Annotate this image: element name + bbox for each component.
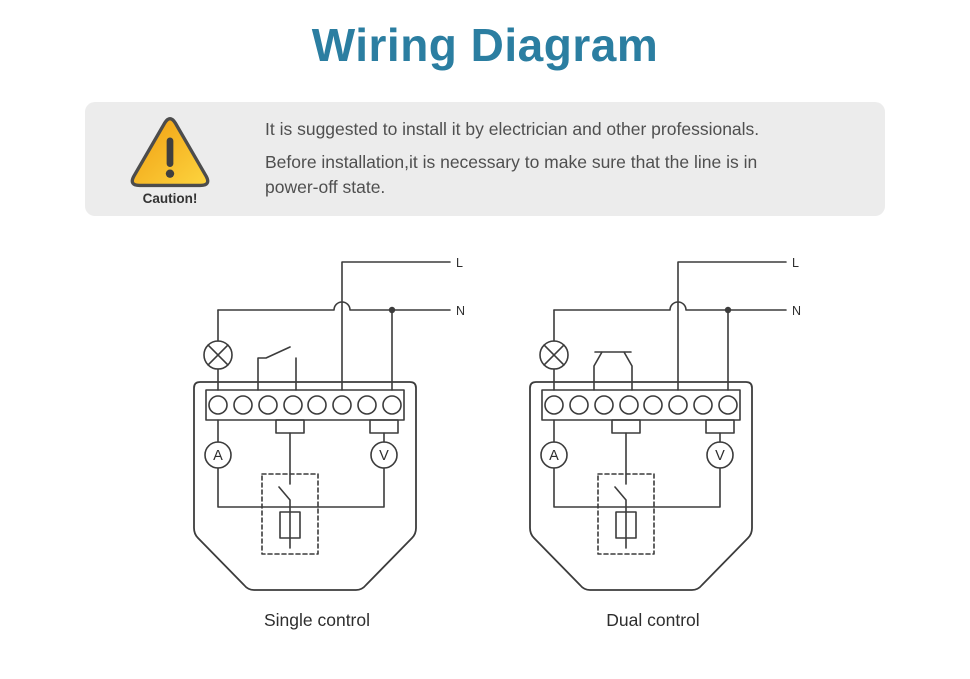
voltmeter-label: V (715, 448, 725, 464)
internal-wires (217, 419, 385, 508)
relay-coil (615, 511, 637, 539)
terminal-strip (541, 389, 741, 421)
page-title: Wiring Diagram (311, 19, 659, 71)
caution-text: It is suggested to install it by electri… (255, 119, 810, 200)
ammeter-label: A (213, 448, 223, 464)
neutral-label: N (792, 304, 801, 318)
ammeter-label: A (549, 448, 559, 464)
voltmeter-symbol: V (370, 441, 398, 469)
ammeter-symbol: A (540, 441, 568, 469)
caution-text-line-1: It is suggested to install it by electri… (265, 118, 760, 139)
terminal (718, 395, 738, 415)
warning-triangle-icon (130, 116, 210, 187)
dual-control-diagram: L N (529, 256, 801, 591)
terminal (283, 395, 303, 415)
terminal (594, 395, 614, 415)
caution-label: Caution! (142, 190, 198, 206)
ammeter-symbol: A (204, 441, 232, 469)
terminal (258, 395, 278, 415)
terminal-tab (611, 419, 641, 434)
relay-module (261, 432, 319, 555)
terminal (382, 395, 402, 415)
device-outline (193, 381, 417, 591)
device-outline (529, 381, 753, 591)
terminal-strip (205, 389, 405, 421)
lamp-icon (539, 340, 569, 370)
live-label: L (456, 256, 463, 270)
lamp-icon (203, 340, 233, 370)
terminal (332, 395, 352, 415)
single-control-caption: Single control (263, 610, 371, 630)
junction-dot (724, 306, 732, 314)
terminal (619, 395, 639, 415)
relay-coil (279, 511, 301, 539)
voltmeter-symbol: V (706, 441, 734, 469)
terminal (668, 395, 688, 415)
live-label: L (792, 256, 799, 270)
terminal (643, 395, 663, 415)
single-control-diagram: L N (193, 256, 465, 591)
terminal-tab (369, 419, 399, 434)
junction-dot (388, 306, 396, 314)
single-control-block: L N (152, 244, 482, 631)
live-wire (677, 261, 787, 391)
neutral-wire (217, 301, 451, 391)
terminal (233, 395, 253, 415)
terminal (544, 395, 564, 415)
relay-module (597, 432, 655, 555)
diagrams-row: L N (0, 244, 970, 631)
terminal (569, 395, 589, 415)
dual-control-block: L N (488, 244, 818, 631)
terminal (208, 395, 228, 415)
live-wire (341, 261, 451, 391)
caution-box: Caution! It is suggested to install it b… (85, 102, 885, 216)
terminal-tab (705, 419, 735, 434)
neutral-label: N (456, 304, 465, 318)
voltmeter-label: V (379, 448, 389, 464)
internal-wires (553, 419, 721, 508)
two-way-switch-icon (593, 351, 633, 391)
neutral-wire (553, 301, 787, 391)
dual-control-caption: Dual control (606, 610, 700, 630)
caution-icon-column: Caution! (85, 113, 255, 206)
terminal (357, 395, 377, 415)
wall-switch-icon (257, 346, 297, 391)
terminal (693, 395, 713, 415)
caution-text-line-2: Before installation,it is necessary to m… (265, 151, 758, 197)
terminal-tab (275, 419, 305, 434)
terminal (307, 395, 327, 415)
